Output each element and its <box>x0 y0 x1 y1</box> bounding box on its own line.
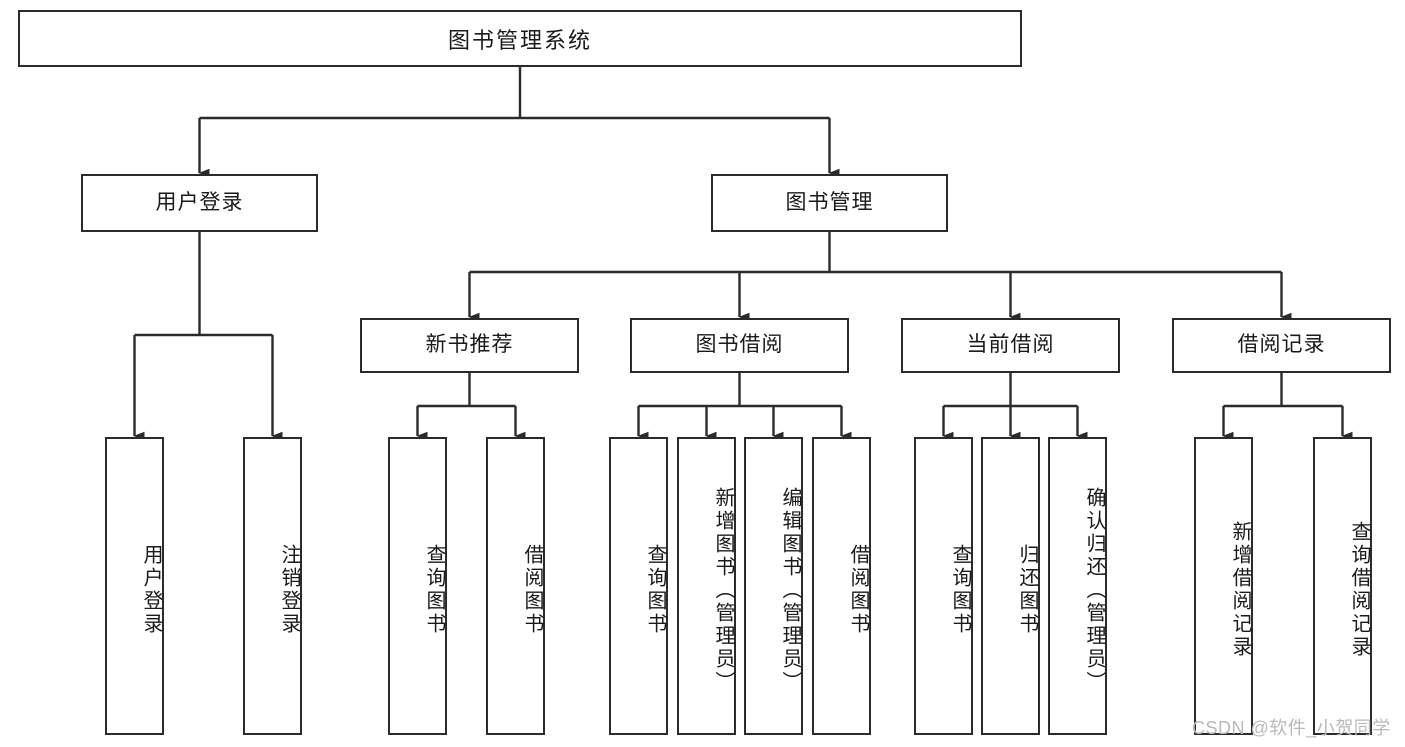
leaf-user-logout[interactable]: 注销登录 <box>243 437 302 735</box>
leaf-current-confirm-return[interactable]: 确认归还（管理员） <box>1048 437 1107 735</box>
leaf-new-query-book[interactable]: 查询图书 <box>388 437 447 735</box>
leaf-record-query[interactable]: 查询借阅记录 <box>1313 437 1372 735</box>
leaf-borrow-borrow-book[interactable]: 借阅图书 <box>812 437 871 735</box>
leaf-borrow-edit-book[interactable]: 编辑图书（管理员） <box>744 437 803 735</box>
node-user-login[interactable]: 用户登录 <box>81 174 318 232</box>
leaf-current-query-book[interactable]: 查询图书 <box>914 437 973 735</box>
leaf-borrow-query-book[interactable]: 查询图书 <box>609 437 668 735</box>
leaf-user-login[interactable]: 用户登录 <box>105 437 164 735</box>
node-current-borrow[interactable]: 当前借阅 <box>901 318 1120 373</box>
node-root-system[interactable]: 图书管理系统 <box>18 10 1022 67</box>
node-borrow-record[interactable]: 借阅记录 <box>1172 318 1391 373</box>
node-book-borrow[interactable]: 图书借阅 <box>630 318 849 373</box>
csdn-watermark: CSDN @软件_小贺同学 <box>1192 718 1391 738</box>
leaf-record-add[interactable]: 新增借阅记录 <box>1194 437 1253 735</box>
node-new-book-recommend[interactable]: 新书推荐 <box>360 318 579 373</box>
leaf-new-borrow-book[interactable]: 借阅图书 <box>486 437 545 735</box>
leaf-current-return-book[interactable]: 归还图书 <box>981 437 1040 735</box>
node-book-management[interactable]: 图书管理 <box>711 174 948 232</box>
leaf-borrow-add-book[interactable]: 新增图书（管理员） <box>677 437 736 735</box>
